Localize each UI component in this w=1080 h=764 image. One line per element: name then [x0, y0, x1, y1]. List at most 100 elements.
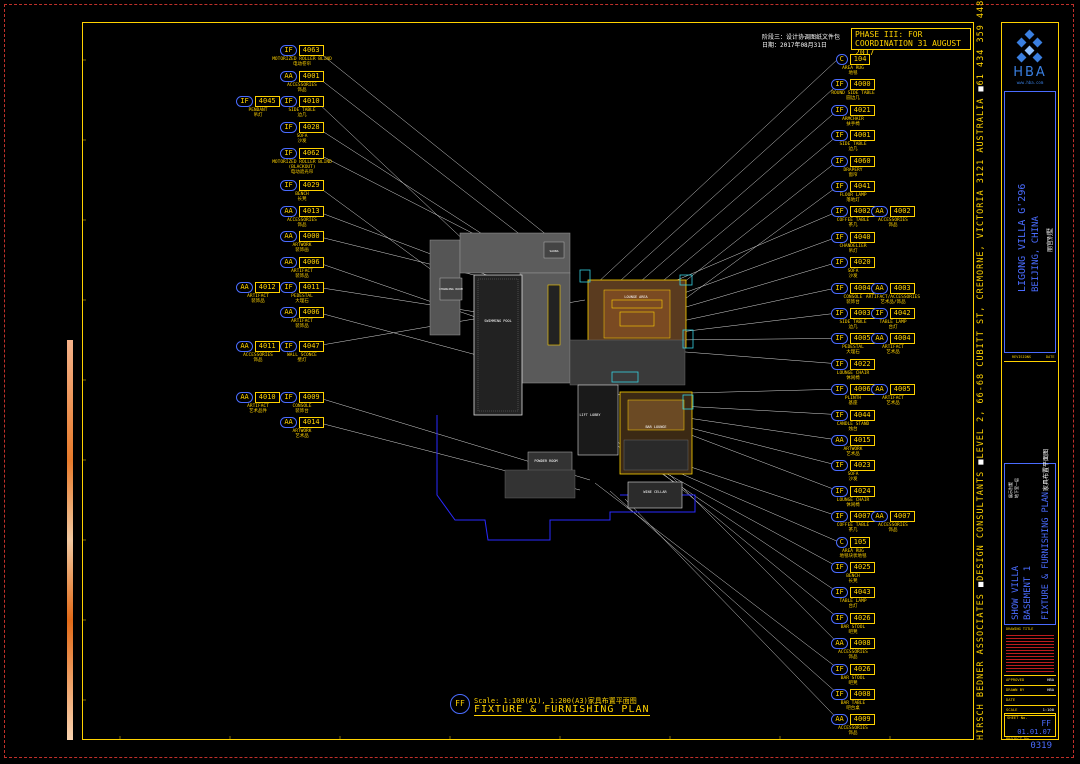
tag-cn-label: 饰品	[297, 88, 307, 93]
tag-number: 4006	[298, 307, 324, 318]
tag-label: ARTIFACT/ACCESSORIES	[865, 294, 921, 300]
tag-code: IF	[871, 308, 888, 319]
date-label: DATE	[1006, 697, 1016, 702]
firm-divider: ■	[976, 458, 986, 465]
phase-box: PHASE III: FOR COORDINATION 31 AUGUST 20…	[851, 28, 971, 57]
tag-number: 104	[849, 54, 871, 65]
cyan-accent	[682, 329, 694, 349]
tag-label: ARTIFACT	[882, 396, 904, 402]
lounge-label: LOUNGE AREA	[624, 295, 648, 299]
tag-code: C	[835, 54, 848, 65]
hba-logo-icon	[1016, 29, 1043, 63]
changing-room	[439, 277, 463, 301]
tag-code: AA	[831, 435, 848, 446]
tag-code: AA	[236, 341, 253, 352]
scale-value: 1:100	[1042, 707, 1054, 712]
cyan-accent	[679, 274, 693, 286]
tag-code: AA	[831, 638, 848, 650]
sheet-no: 01.01.07	[1017, 728, 1051, 736]
pool-hatch	[477, 278, 519, 412]
drawing-title-cn: 家具布置平面图	[1043, 449, 1050, 492]
tag-cn-label: 沙发	[848, 274, 858, 280]
tag-cn-label: 壁灯	[297, 358, 307, 363]
tag-label: BENCH	[295, 192, 309, 197]
tag-number: 4060	[849, 155, 875, 167]
tag-label: COFFEE TABLE	[836, 218, 870, 224]
firm-divider: ■	[976, 580, 986, 588]
tag-label: ROUND SIDE TABLE	[831, 91, 875, 97]
leader-line	[624, 498, 839, 720]
tag-code: AA	[236, 392, 253, 403]
tag-label: BAR STOOL	[840, 675, 866, 681]
drawing-title-box: 展示别墅 地下室一层 SHOW VILLA BASEMENT 1 FIXTURE…	[1004, 449, 1056, 625]
tag-code: IF	[831, 130, 848, 142]
tag-label: AREA RUG	[842, 66, 864, 71]
powder-label: POWDER ROOM	[534, 459, 557, 463]
tag-cn-label: 边几	[848, 325, 858, 330]
tag-code: IF	[831, 79, 848, 91]
leader-line	[639, 458, 839, 593]
hba-logo: HBA www.hba.com	[1002, 27, 1058, 85]
tag-number: 4008	[849, 638, 875, 650]
tag-number: 4002	[889, 206, 915, 218]
tag-cn-label: 大理石	[846, 350, 860, 356]
tag-cn-label: 大理石	[295, 299, 309, 304]
tag-cn-label: 休闲椅	[846, 502, 860, 508]
tag-code: IF	[831, 104, 848, 116]
tag-number: 4003	[889, 282, 915, 294]
tag-label: SIDE TABLE	[839, 142, 867, 148]
tag-code: IF	[831, 485, 848, 497]
tag-number: 4062	[298, 148, 324, 159]
tag-number: 4005	[889, 384, 915, 396]
tag-label: TABLE LAMP	[879, 320, 907, 325]
tag-label: ACCESSORIES	[838, 726, 868, 732]
drawing-area	[82, 22, 974, 740]
leader-line	[624, 109, 839, 296]
tag-number: 4013	[298, 206, 324, 217]
approved-value: HBA	[1047, 677, 1054, 682]
phase-line1: PHASE III: FOR	[855, 30, 923, 39]
tag-number: 4029	[298, 180, 324, 191]
sheet-label: SHEET No.	[1007, 715, 1028, 720]
leader-line	[315, 184, 449, 283]
tag-number: 4021	[849, 104, 875, 116]
bar-label: BAR LOUNGE	[645, 425, 666, 429]
tag-code: IF	[831, 358, 848, 370]
plan-scale: Scale: 1:100(A1), 1:200(A3)	[474, 697, 588, 705]
project-name: LIGONG VILLA G'296	[1017, 183, 1028, 292]
tag-label: FLOOR LAMP	[839, 193, 867, 198]
tag-label: ACCESSORIES	[287, 83, 317, 88]
tag-code: IF	[831, 409, 848, 421]
color-strip	[67, 340, 73, 740]
plan-badge: FF	[450, 694, 470, 714]
tag-number: 4008	[849, 689, 875, 700]
tag-code: AA	[280, 417, 297, 428]
tag-number: 4040	[849, 231, 875, 243]
tag-code: IF	[831, 155, 848, 167]
drawn-label: DRAWN BY	[1006, 687, 1025, 692]
tag-label: BAR STOOL	[840, 624, 866, 630]
tag-cn-label: 饰品	[253, 358, 263, 363]
tag-cn-label: 长凳	[848, 579, 858, 584]
tag-code: AA	[280, 231, 297, 242]
tag-code: IF	[280, 392, 297, 403]
tag-code: IF	[831, 333, 848, 345]
hba-logo-url: www.hba.com	[1016, 80, 1044, 85]
